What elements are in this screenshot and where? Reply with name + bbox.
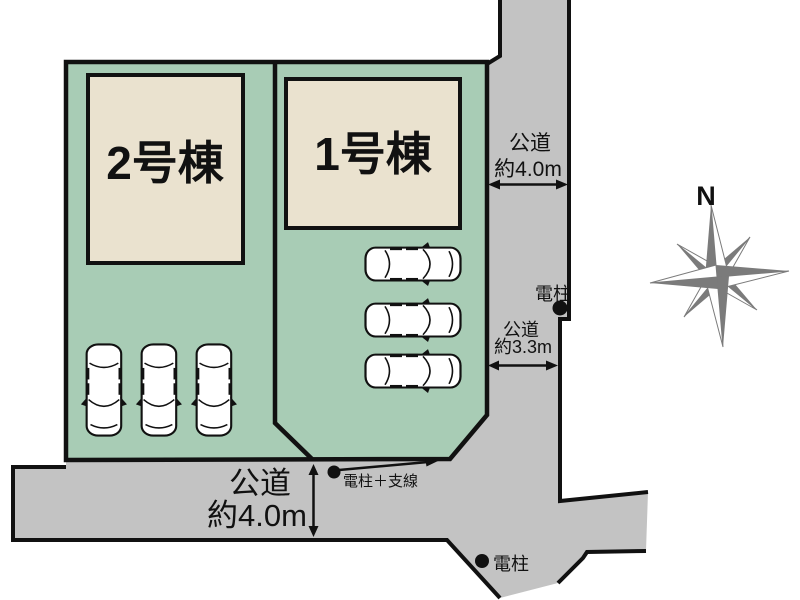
plot-divider-line	[272, 62, 314, 461]
arrowhead-up-icon	[308, 464, 319, 475]
compass-ray-dark	[716, 265, 789, 277]
compass-rose: N	[649, 181, 790, 348]
utility-pole-right: 電柱	[535, 284, 571, 316]
road-right-lower-name: 公道	[503, 320, 539, 340]
building-2	[86, 73, 245, 265]
parked-car	[189, 343, 239, 437]
arrowhead-right-icon	[546, 360, 558, 371]
road-edge-right	[558, 0, 649, 504]
parked-car	[364, 240, 462, 288]
road-bottom-dimension	[308, 464, 319, 537]
arrowhead-right-icon	[425, 458, 439, 467]
utility-pole-dot	[552, 300, 568, 316]
road-edge-top-left	[485, 0, 502, 66]
parked-car	[79, 343, 129, 437]
compass-north-label: N	[696, 181, 716, 211]
compass-ray-dark	[705, 205, 717, 278]
parked-car	[364, 296, 462, 344]
road-bottom-name: 公道	[229, 466, 291, 501]
arrowhead-left-icon	[488, 179, 500, 190]
plot-1-parking	[364, 240, 462, 395]
parked-car	[364, 347, 462, 395]
road-right-upper-dimension	[488, 179, 568, 190]
arrowhead-down-icon	[308, 526, 319, 537]
road-right-lower-width: 約3.3m	[494, 337, 552, 357]
utility-pole-right-label: 電柱	[535, 284, 571, 304]
utility-pole-corner-label: 電柱＋支線	[343, 473, 418, 490]
utility-pole-dot	[475, 554, 489, 568]
road-edge-bottom	[11, 465, 502, 600]
road-right-lower-dimension	[488, 360, 558, 371]
building-1	[284, 77, 462, 230]
building-2-label: 2号棟	[106, 137, 225, 189]
arrowhead-left-icon	[488, 360, 499, 371]
building-1-label: 1号棟	[314, 128, 433, 180]
utility-pole-corner: 電柱＋支線	[327, 458, 439, 490]
road-right-upper-width: 約4.0m	[494, 158, 562, 181]
road-bottom-width: 約4.0m	[207, 498, 307, 533]
arrowhead-right-icon	[556, 179, 568, 190]
compass-ray-dark	[650, 277, 718, 289]
parked-car	[134, 343, 184, 437]
utility-pole-bottom-label: 電柱	[493, 554, 529, 574]
utility-pole-dot	[327, 465, 341, 479]
road-right-upper-name: 公道	[509, 132, 551, 155]
utility-pole-bottom: 電柱	[475, 554, 529, 574]
compass-ray-dark	[717, 276, 729, 347]
road-edge-branch-bottom	[556, 549, 647, 585]
plot-2-parking	[79, 343, 239, 437]
compass-ray-light	[649, 264, 718, 284]
